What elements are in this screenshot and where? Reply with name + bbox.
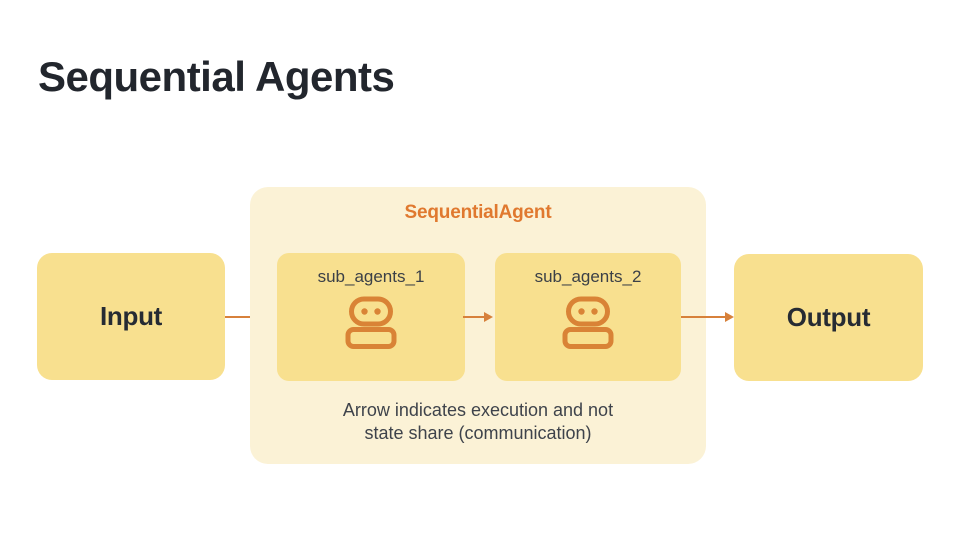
execution-note-line2: state share (communication) [364,423,592,443]
page-title: Sequential Agents [38,53,395,100]
sequential-agent-container: SequentialAgent sub_agents_1 sub_agents_… [250,187,706,464]
sub-agent-2-label: sub_agents_2 [534,267,642,286]
arrow-line [463,315,484,318]
output-box: Output [734,254,923,381]
input-label: Input [99,301,163,331]
input-box: Input [37,253,225,380]
output-label: Output [786,302,871,332]
sub-agent-box-1: sub_agents_1 [277,253,465,381]
sub-agent-1-label: sub_agents_1 [317,267,425,286]
arrowhead-icon [484,311,493,322]
arrow-sub-agent-2-to-output [681,311,734,322]
arrow-line [681,315,725,318]
sequential-agent-label: SequentialAgent [404,202,552,223]
robot-icon [562,296,614,349]
sub-agent-box-2: sub_agents_2 [495,253,681,381]
execution-note-line1: Arrow indicates execution and not [342,400,614,420]
arrow-line [225,315,266,318]
robot-icon [345,296,397,349]
execution-note: Arrow indicates execution and not state … [250,399,706,445]
arrowhead-icon [725,311,734,322]
arrow-sub-agent-1-to-sub-agent-2 [463,311,493,322]
